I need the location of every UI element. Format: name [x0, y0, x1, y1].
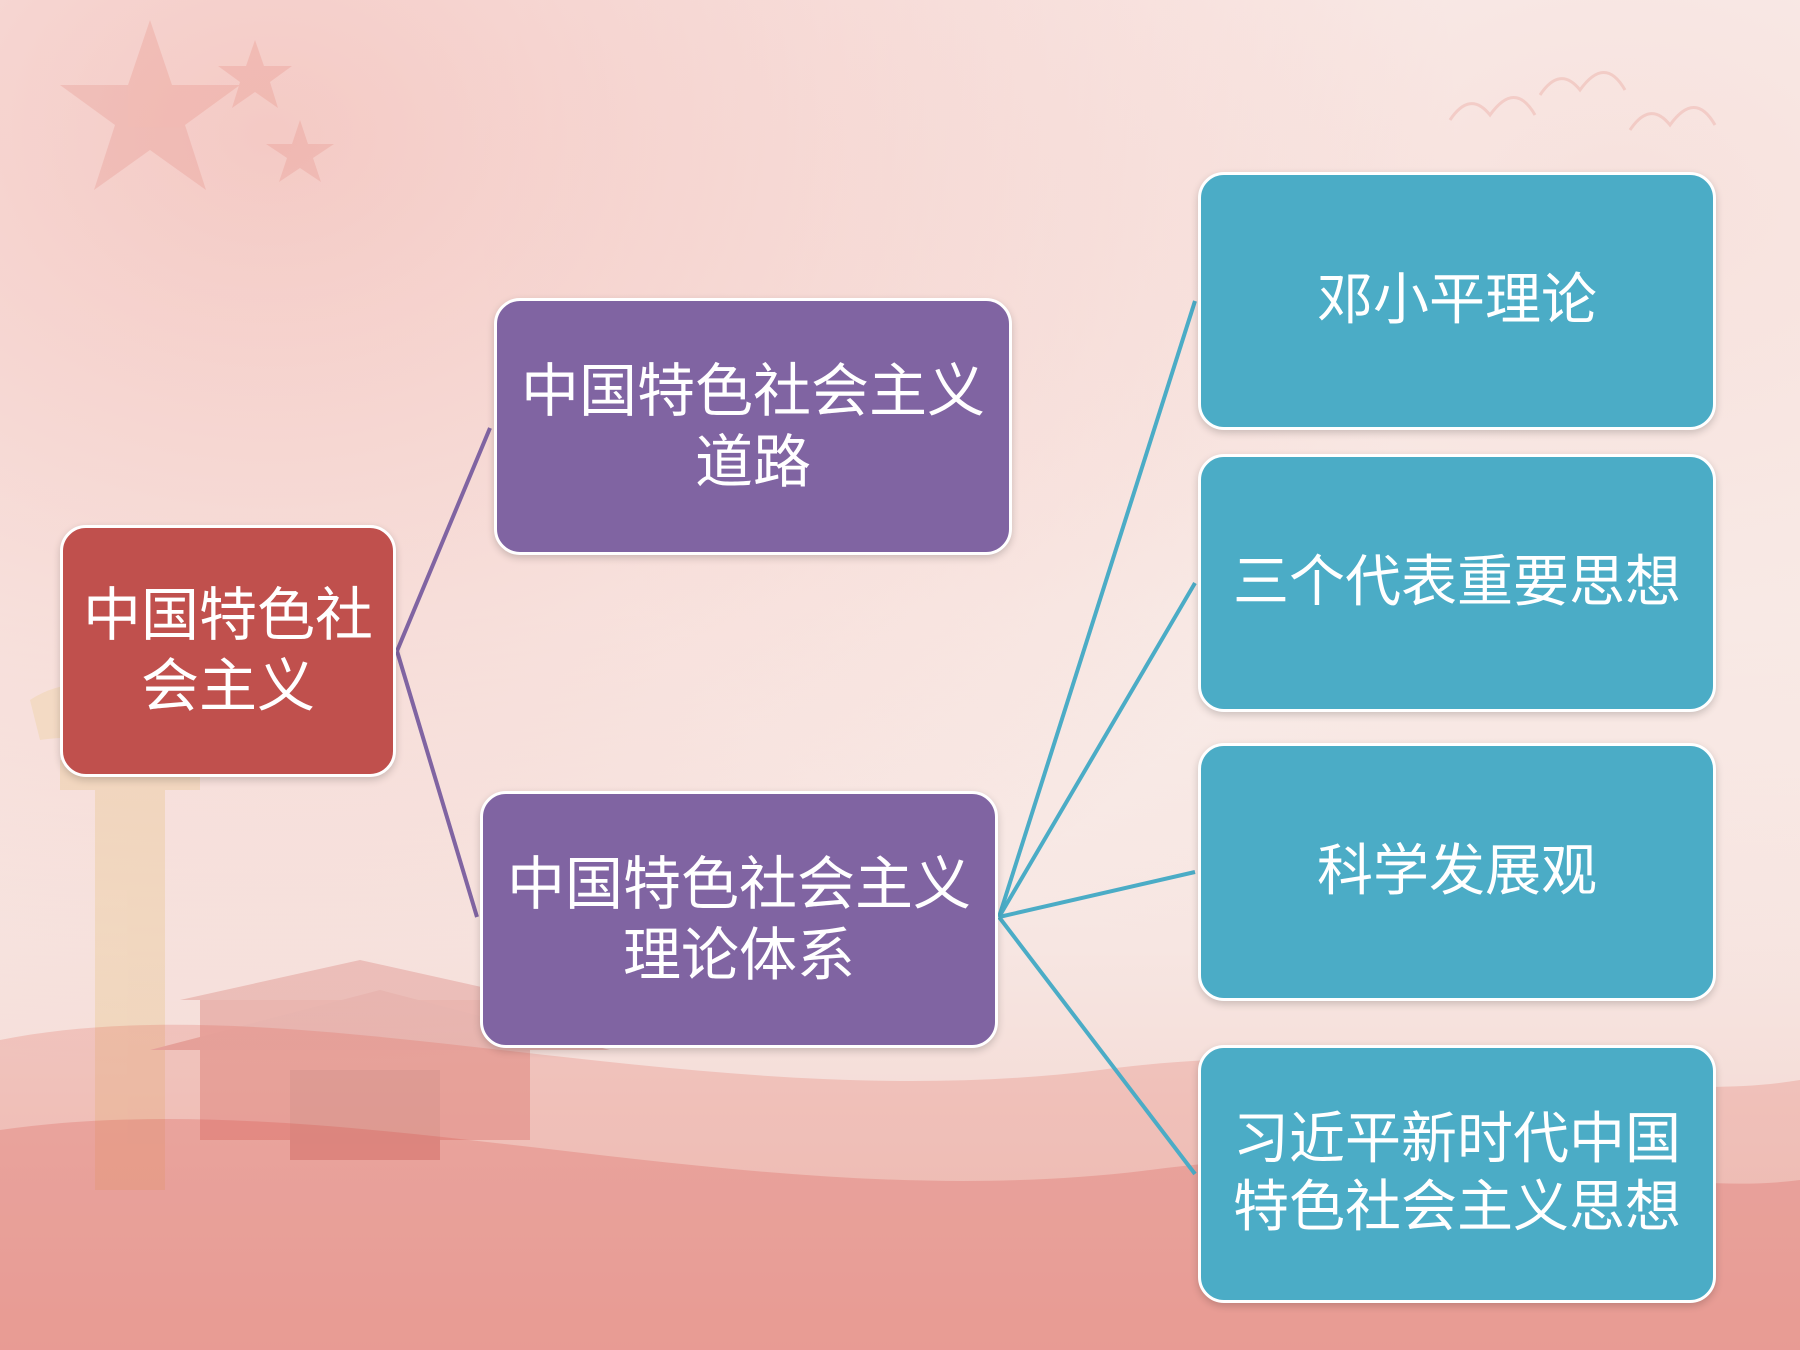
- leaf-deng-xiaoping-theory: 邓小平理论: [1198, 172, 1716, 430]
- node-text-line: 理论体系: [622, 920, 855, 989]
- node-text-line: 特色社会主义思想: [1233, 1175, 1681, 1240]
- node-text-line: 习近平新时代中国: [1233, 1106, 1681, 1172]
- node-text-line: 中国特色社: [82, 581, 373, 650]
- node-text-line: 会主义: [140, 652, 315, 720]
- node-text-line: 中国特色社会主义: [506, 849, 971, 918]
- node-road: 中国特色社会主义 道路: [494, 298, 1012, 555]
- node-theory-system: 中国特色社会主义 理论体系: [480, 791, 998, 1048]
- connector-root-theory: [395, 650, 479, 918]
- dove-icon: [1538, 71, 1627, 96]
- star-icon: [218, 40, 292, 108]
- leaf-scientific-outlook: 科学发展观: [1198, 743, 1716, 1001]
- node-socialism-with-chinese-characteristics: 中国特色社 会主义: [60, 525, 396, 777]
- leaf-xi-jinping-thought: 习近平新时代中国 特色社会主义思想: [1198, 1045, 1716, 1303]
- node-text-line: 科学发展观: [1317, 838, 1597, 904]
- node-text-line: 道路: [694, 427, 811, 496]
- connector-root-road: [395, 427, 492, 652]
- leaf-three-represents: 三个代表重要思想: [1198, 454, 1716, 712]
- dove-icon: [1628, 106, 1717, 131]
- connector-theory-leaf-4: [997, 915, 1197, 1176]
- star-icon: [60, 20, 240, 190]
- node-text-line: 中国特色社会主义: [520, 356, 985, 425]
- connector-theory-leaf-2: [997, 581, 1197, 919]
- star-icon: [266, 120, 334, 182]
- node-text-line: 三个代表重要思想: [1233, 549, 1681, 615]
- dove-icon: [1448, 96, 1537, 121]
- connector-theory-leaf-1: [997, 300, 1197, 918]
- node-text-line: 邓小平理论: [1317, 267, 1597, 333]
- connector-theory-leaf-3: [998, 870, 1196, 919]
